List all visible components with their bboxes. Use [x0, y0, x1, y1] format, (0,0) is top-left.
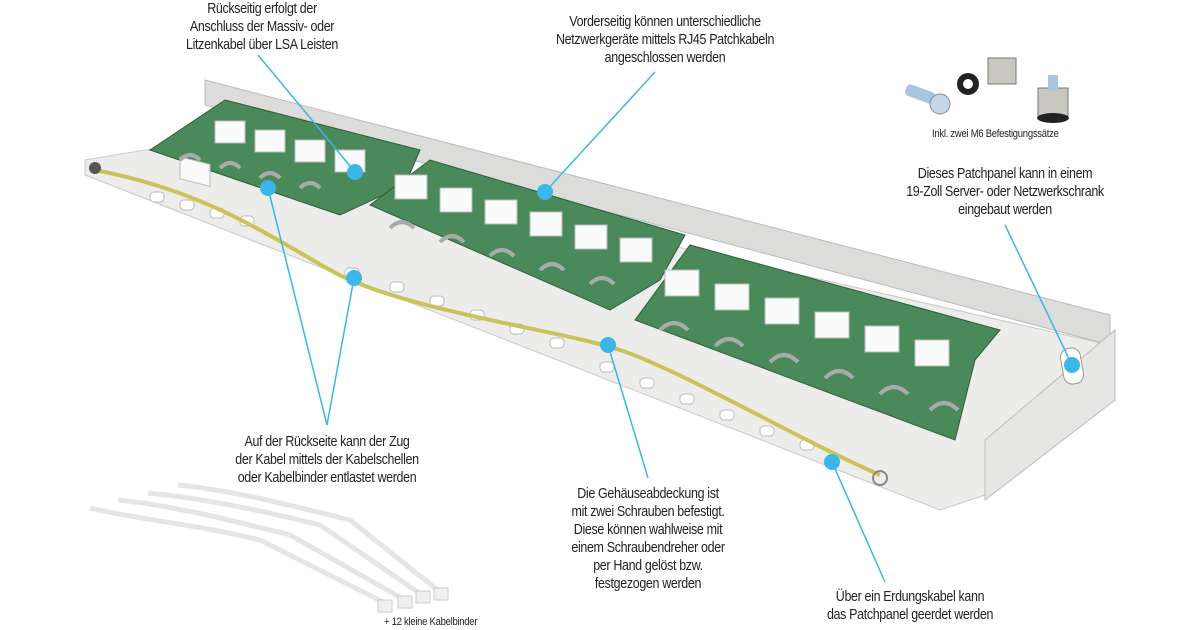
callout-grounding: Über ein Erdungskabel kann das Patchpane…: [827, 588, 993, 624]
callout-line: das Patchpanel geerdet werden: [826, 607, 994, 623]
callout-line: einem Schraubendreher oder: [571, 540, 725, 556]
callout-line: eingebaut werden: [958, 202, 1052, 218]
callout-line: Dieses Patchpanel kann in einem: [917, 166, 1093, 182]
callout-line: Auf der Rückseite kann der Zug: [244, 434, 410, 450]
mounting-kit-label: Inkl. zwei M6 Befestigungssätze: [932, 128, 1059, 140]
cable-tie-heads: [377, 587, 449, 613]
cable-ties-image: [89, 482, 442, 606]
ground-cable: [94, 168, 881, 477]
callout-line: Die Gehäuseabdeckung ist: [577, 486, 719, 502]
callout-line: Über ein Erdungskabel kann: [835, 589, 985, 605]
callout-lines: [257, 54, 1073, 583]
callout-rack-mount: Dieses Patchpanel kann in einem 19-Zoll …: [906, 165, 1104, 219]
callout-strain-relief: Auf der Rückseite kann der Zug der Kabel…: [235, 433, 419, 487]
callout-line: festgezogen werden: [594, 576, 702, 592]
callout-cover-screws: Die Gehäuseabdeckung ist mit zwei Schrau…: [571, 485, 725, 593]
callout-line: 19-Zoll Server- oder Netzwerkschrank: [906, 184, 1104, 200]
callout-line: Vorderseitig können unterschiedliche: [569, 14, 761, 30]
callout-rear-connection: Rückseitig erfolgt der Anschluss der Mas…: [186, 0, 338, 54]
callout-line: Diese können wahlweise mit: [573, 522, 723, 538]
callout-line: Rückseitig erfolgt der: [207, 1, 317, 17]
callout-line: Anschluss der Massiv- oder: [189, 19, 335, 35]
callout-line: oder Kabelbinder entlastet werden: [237, 470, 417, 486]
lsa-blocks: [179, 120, 950, 367]
callout-line: der Kabel mittels der Kabelschellen: [235, 452, 419, 468]
callout-line: mit zwei Schrauben befestigt.: [571, 504, 725, 520]
callout-line: per Hand gelöst bzw.: [593, 558, 703, 574]
m6-mounting-kit-image: [904, 57, 1069, 123]
callout-line: Litzenkabel über LSA Leisten: [186, 37, 338, 53]
ground-lug: [872, 470, 888, 486]
cable-clamps: [178, 153, 960, 412]
callout-line: angeschlossen werden: [604, 50, 726, 66]
callout-markers: [260, 164, 1080, 470]
ground-screw: [89, 162, 101, 174]
callout-line: Netzwerkgeräte mittels RJ45 Patchkabeln: [555, 32, 775, 48]
cable-ties-label: + 12 kleine Kabelbinder: [384, 616, 478, 628]
callout-front-ports: Vorderseitig können unterschiedliche Net…: [556, 13, 774, 67]
